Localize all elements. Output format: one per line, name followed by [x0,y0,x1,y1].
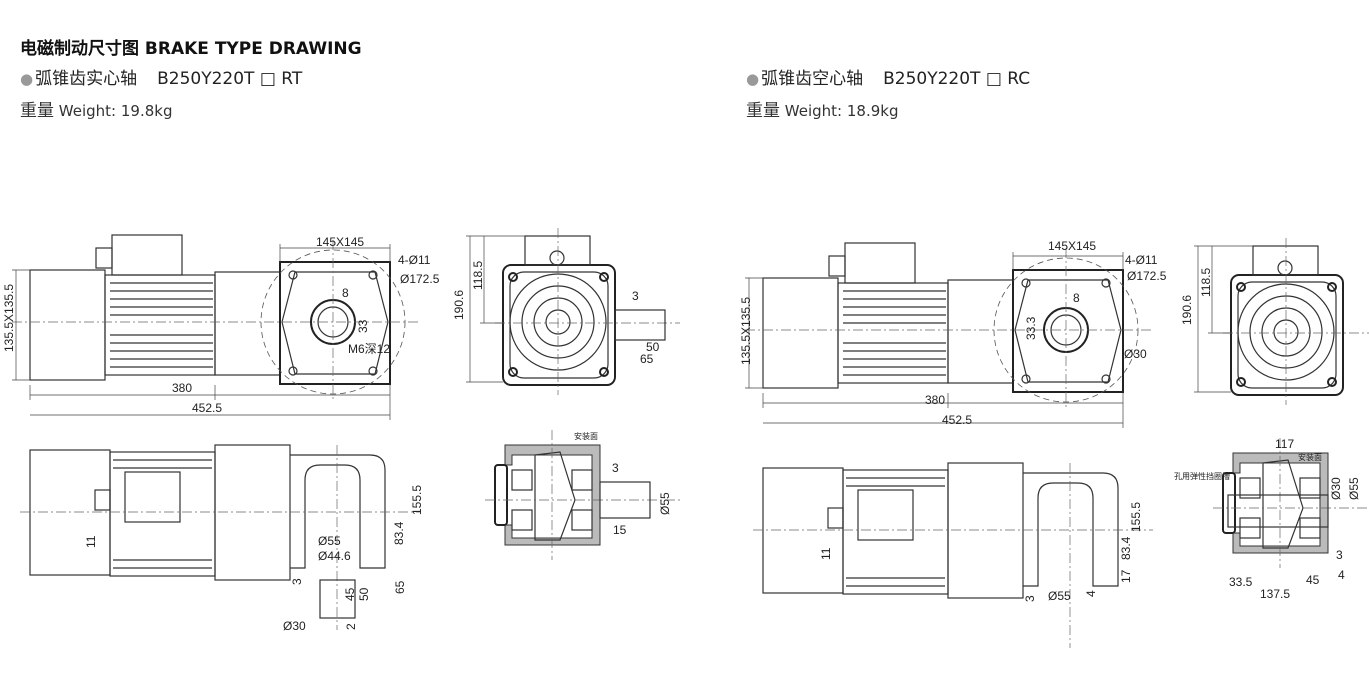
side-view-drawing-rc [752,462,1154,649]
dim-label: 135.5X135.5 [2,284,16,352]
weight-label: 重量 [746,101,780,121]
weight-value: Weight: 18.9kg [784,102,899,120]
dim-label: Ø172.5 [1127,269,1167,283]
dim-label: 83.4 [392,521,406,545]
dim-label: 117 [1275,437,1294,451]
dim-label: 137.5 [1260,587,1290,601]
model-code: B250Y220T □ RT [157,69,303,89]
product-weight: 重量 Weight: 19.8kg [20,96,172,121]
dim-label: Ø55 [1048,589,1071,603]
model-code: B250Y220T □ RC [883,69,1031,89]
dim-label: Ø55 [318,534,341,548]
dim-label: 3 [632,289,639,303]
dim-label: 2 [344,623,358,630]
dim-label: 3 [612,461,619,475]
dim-label: 11 [819,547,833,560]
shaft-type: 弧锥齿空心轴 [761,69,864,89]
output-shaft [614,309,666,341]
product-model-solid-shaft: ●弧锥齿实心轴 B250Y220T □ RT [20,64,302,89]
product-model-hollow-shaft: ●弧锥齿空心轴 B250Y220T □ RC [746,64,1030,89]
section-view-drawing-rt [484,429,681,561]
weight-label: 重量 [20,101,54,121]
dim-label: 45 [1306,573,1320,587]
dim-label: 65 [393,580,407,594]
dim-label: Ø30 [1329,477,1343,500]
dim-label: 安装面 [574,431,598,441]
dim-label: 11 [84,535,98,548]
dim-label: 33.5 [1229,575,1253,589]
dim-label: 145X145 [316,235,364,249]
dim-label: 190.6 [452,290,466,320]
page-title: 电磁制动尺寸图 BRAKE TYPE DRAWING [20,39,362,59]
output-shaft-down [319,579,356,619]
dim-label: 17 [1119,569,1133,583]
dim-label: 50 [357,587,371,601]
dim-label: 452.5 [942,413,972,427]
dim-label: Ø55 [1347,477,1361,500]
dim-label: 4 [1084,590,1098,597]
dim-label: 3 [1023,595,1037,602]
dim-label: Ø172.5 [400,272,440,286]
product-weight: 重量 Weight: 18.9kg [746,96,898,121]
dim-label: 155.5 [1129,502,1143,532]
dim-label: Ø55 [658,492,672,515]
dim-label: 65 [640,352,654,366]
dim-label: 4-Ø11 [1125,253,1158,267]
dim-label: 452.5 [192,401,222,415]
dim-label: 4 [1338,568,1345,582]
dim-label: 380 [925,393,945,407]
shaft-type: 弧锥齿实心轴 [35,69,138,89]
section-shaft [599,481,651,519]
dim-label: 15 [613,523,627,537]
dim-label: 8 [1073,291,1080,305]
weight-value: Weight: 19.8kg [58,102,173,120]
dim-label: Ø44.6 [318,549,351,563]
dim-label: 45 [343,587,357,601]
dim-label: 安装面 [1298,452,1322,462]
top-view-drawing-rc [744,242,1154,429]
dim-label: 孔用弹性挡圈槽 [1174,471,1230,481]
dim-label: 118.5 [471,261,485,290]
bullet-icon: ● [20,70,34,88]
dim-label: 4-Ø11 [398,253,431,267]
end-view-drawing-rt [465,227,681,396]
section-view-drawing-rc [1212,437,1369,569]
end-view-drawing-rc [1193,237,1369,406]
dim-label: 8 [342,286,349,300]
dim-label: 190.6 [1180,295,1194,325]
dim-label: Ø30 [283,619,306,633]
dim-label: 83.4 [1119,536,1133,560]
dimension-labels-rc: 135.5X135.5 380 452.5 145X145 4-Ø11 Ø172… [739,239,1361,603]
dim-label: 3 [290,578,304,585]
dim-label: Ø30 [1124,347,1147,361]
bullet-icon: ● [746,70,760,88]
dim-label: M6深12 [348,342,390,356]
dim-label: 50 [646,340,660,354]
side-view-drawing-rt [19,444,421,631]
dim-label: 118.5 [1199,268,1213,297]
dim-label: 33.3 [1024,316,1038,340]
dimension-labels-rt: 135.5X135.5 380 452.5 145X145 4-Ø11 Ø172… [2,235,672,633]
dim-label: 380 [172,381,192,395]
dim-label: 33 [356,319,370,333]
hollow-shaft-bore [1227,494,1329,528]
dim-label: 135.5X135.5 [739,297,753,365]
dim-label: 155.5 [410,485,424,515]
dim-label: 3 [1336,548,1343,562]
dim-label: 145X145 [1048,239,1096,253]
